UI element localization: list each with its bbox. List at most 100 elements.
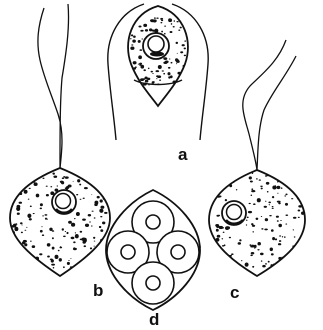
- granule: [219, 258, 223, 262]
- nucleus-inner-a: [148, 36, 164, 52]
- granule: [275, 238, 277, 240]
- granule: [277, 193, 278, 194]
- granule: [141, 31, 142, 32]
- granule: [272, 208, 274, 209]
- granule: [278, 243, 281, 245]
- granule: [168, 18, 172, 22]
- granule: [102, 221, 105, 224]
- granule: [156, 78, 157, 79]
- granule: [80, 199, 82, 200]
- granule: [63, 176, 65, 178]
- flagellum-b: [38, 8, 62, 168]
- granule: [268, 201, 271, 203]
- granule: [97, 196, 100, 199]
- granule: [151, 82, 154, 84]
- granule: [154, 17, 156, 18]
- granule: [131, 19, 133, 20]
- granule: [21, 232, 23, 234]
- granule: [256, 178, 258, 180]
- granule: [48, 169, 49, 170]
- granule: [147, 78, 150, 80]
- granule: [100, 199, 103, 202]
- granule: [168, 67, 171, 69]
- granule: [175, 58, 178, 61]
- granule: [249, 176, 252, 179]
- granule: [225, 270, 228, 271]
- spore-body-c: [209, 170, 305, 276]
- granule: [210, 243, 214, 246]
- granule: [99, 178, 102, 180]
- granule: [136, 84, 137, 85]
- granule: [138, 55, 142, 59]
- granule: [52, 237, 54, 239]
- granule: [230, 260, 232, 261]
- granule: [145, 29, 148, 31]
- granule: [102, 181, 106, 186]
- granule: [266, 182, 270, 185]
- flagellum-c: [243, 40, 286, 170]
- granule: [256, 218, 259, 220]
- granule: [138, 64, 139, 65]
- granule: [260, 253, 264, 256]
- granule: [210, 187, 213, 190]
- granule: [152, 73, 153, 74]
- granule: [52, 172, 54, 174]
- granule: [65, 231, 66, 232]
- granule: [216, 267, 219, 270]
- granule: [294, 236, 296, 237]
- granule: [80, 231, 83, 233]
- granule: [298, 217, 300, 218]
- granule: [272, 185, 276, 189]
- granule: [66, 232, 68, 234]
- granule: [276, 216, 279, 218]
- granule: [168, 76, 170, 78]
- granule: [17, 267, 20, 271]
- granule: [251, 195, 253, 197]
- granule: [261, 228, 263, 230]
- granule: [100, 229, 103, 232]
- granule: [58, 250, 60, 252]
- granule: [157, 75, 161, 78]
- granule: [19, 202, 22, 204]
- granule: [261, 216, 262, 217]
- granule: [279, 240, 281, 242]
- granule: [143, 24, 147, 27]
- granule: [251, 223, 253, 225]
- granule: [293, 229, 294, 230]
- granule: [268, 261, 270, 263]
- granule: [49, 228, 52, 231]
- granule: [12, 183, 14, 184]
- granule: [90, 247, 92, 249]
- granule: [65, 176, 69, 178]
- granule: [36, 194, 40, 198]
- granule: [223, 232, 225, 233]
- granule: [17, 205, 21, 208]
- granule: [238, 242, 241, 245]
- granule: [287, 269, 289, 270]
- granule: [83, 198, 85, 199]
- granule: [89, 221, 91, 222]
- granule: [223, 173, 227, 176]
- granule: [249, 203, 251, 204]
- granule: [24, 262, 26, 264]
- granule: [261, 260, 262, 261]
- granule: [264, 228, 268, 230]
- granule: [104, 212, 108, 214]
- granule: [40, 268, 42, 270]
- granule: [94, 201, 98, 205]
- granule: [300, 269, 304, 273]
- granule: [216, 238, 220, 242]
- granule: [301, 196, 304, 198]
- granule: [13, 242, 16, 244]
- granule: [221, 265, 225, 269]
- granule: [222, 245, 225, 246]
- granule: [22, 181, 25, 183]
- granule: [84, 187, 88, 189]
- granule: [245, 262, 249, 266]
- granule: [21, 225, 22, 226]
- granule: [77, 179, 80, 182]
- granule: [62, 228, 64, 230]
- granule: [21, 252, 23, 254]
- granule: [76, 212, 80, 216]
